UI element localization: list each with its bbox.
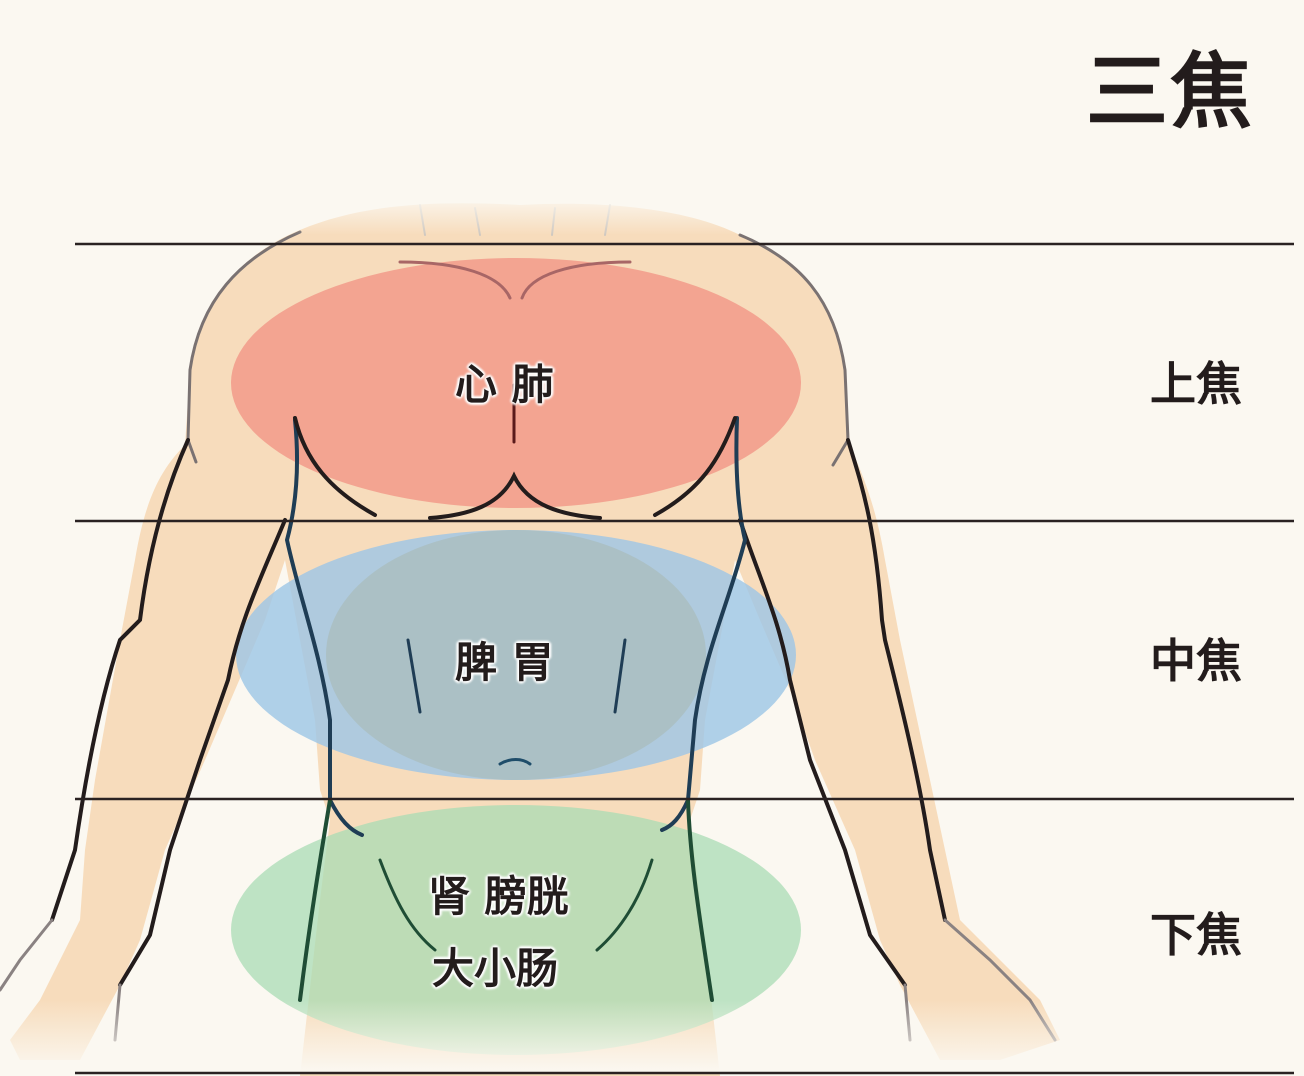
middle-jiao-overlap	[326, 530, 706, 780]
organ-label-spleen-stomach: 脾 胃	[455, 638, 554, 687]
organ-label-kidney-bladder: 肾 膀胱	[428, 872, 569, 921]
zone-label-upper: 上焦	[1150, 357, 1242, 411]
organ-label-heart-lung: 心 肺	[455, 360, 554, 409]
diagram-title: 三焦	[1086, 45, 1255, 140]
zone-label-middle: 中焦	[1150, 634, 1242, 688]
organ-label-intestines: 大小肠	[432, 944, 559, 993]
upper-jiao-region	[231, 258, 801, 508]
zone-label-lower: 下焦	[1150, 908, 1242, 962]
lower-jiao-region	[231, 805, 801, 1055]
